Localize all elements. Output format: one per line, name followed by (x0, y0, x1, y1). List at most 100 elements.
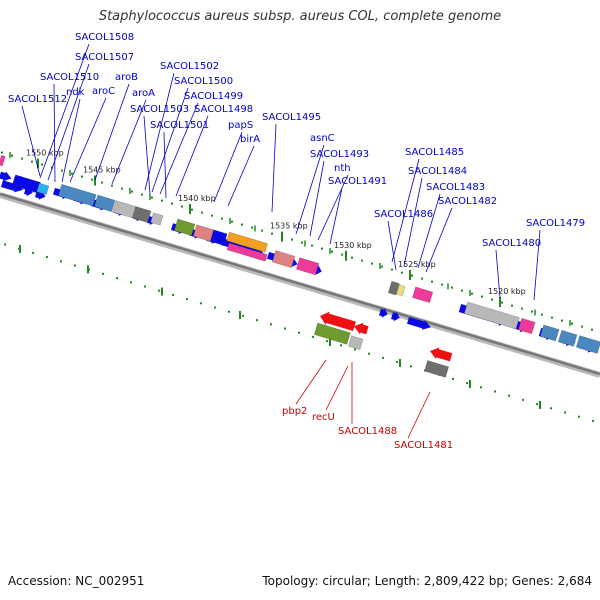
scale-dot-upper (241, 223, 243, 226)
gene-label-upper: SACOL1479 (526, 218, 585, 229)
gene-block (150, 212, 164, 226)
gene-features (0, 154, 600, 378)
scale-dot-lower (46, 256, 48, 259)
gene-block-body (226, 242, 268, 262)
scale-dot-lower (256, 319, 258, 322)
scale-dot-upper (291, 238, 293, 241)
gene-label-upper: SACOL1482 (438, 196, 497, 207)
forward-cds-arrow-shape (34, 190, 46, 200)
scale-dot-lower (452, 377, 454, 380)
label-leader (175, 115, 209, 197)
scale-dot-upper (171, 202, 173, 205)
scale-dot-upper (151, 196, 153, 199)
scale-dot-lower (536, 403, 538, 406)
scale-dot-upper (191, 208, 193, 211)
reverse-cds-arrow-shape (320, 311, 356, 332)
scale-dot-upper (221, 217, 223, 220)
scale-dot-upper (161, 199, 163, 202)
forward-cds-arrow-shape (0, 180, 24, 193)
scale-dot-upper (71, 172, 73, 175)
scale-dot-upper (361, 259, 363, 262)
scale-dot-lower (228, 310, 230, 313)
scale-dot-lower (340, 344, 342, 347)
scale-dot-upper (411, 274, 413, 277)
scale-dot-upper (131, 190, 133, 193)
gene-block-body (93, 194, 116, 213)
label-leader (213, 131, 243, 203)
gene-block-body (271, 250, 296, 269)
gene-label-upper: SACOL1512 (8, 94, 67, 105)
gene-label-upper: nth (334, 163, 351, 174)
scale-dot-lower (4, 243, 6, 246)
label-leader (69, 97, 107, 183)
gene-block-body (557, 329, 578, 347)
gene-label-upper: SACOL1502 (160, 61, 219, 72)
gene-block (226, 242, 268, 262)
scale-dot-upper (11, 154, 13, 157)
scale-dot-upper (231, 220, 233, 223)
scale-dot-lower (60, 260, 62, 263)
backbone-layer (0, 192, 600, 378)
scale-dot-upper (491, 298, 493, 301)
reverse-cds-arrow (320, 311, 356, 332)
label-leader-lower (295, 359, 327, 405)
gene-block (271, 250, 296, 269)
gene-block (424, 360, 450, 378)
gene-label-upper: birA (240, 134, 260, 145)
scale-dot-upper (431, 280, 433, 283)
scale-dot-lower (382, 356, 384, 359)
gene-block (463, 301, 520, 330)
reverse-cds-arrow-shape (354, 322, 369, 335)
scale-dot-upper (81, 175, 83, 178)
label-leader (417, 193, 441, 269)
gene-label-upper: aroB (115, 72, 138, 83)
gene-block-body (517, 317, 536, 335)
scale-dot-lower (494, 390, 496, 393)
gene-block (517, 317, 536, 335)
backbone (0, 192, 600, 376)
gene-block (539, 324, 560, 342)
gene-label-upper: SACOL1483 (426, 182, 485, 193)
forward-cds-arrow-shape (406, 317, 431, 330)
gene-block (173, 218, 196, 237)
scale-dot-upper (331, 250, 333, 253)
scale-label: 1540 kbp (178, 194, 216, 203)
forward-cds-arrow (406, 317, 431, 330)
scale-dot-lower (564, 411, 566, 414)
gene-block (209, 229, 228, 246)
gene-block-body (173, 218, 196, 237)
scale-dot-lower (158, 289, 160, 292)
label-leader (403, 177, 423, 267)
scale-dot-lower (172, 293, 174, 296)
label-leader (21, 105, 41, 177)
scale-dot-upper (591, 328, 593, 331)
scale-dot-upper (501, 301, 503, 304)
gene-label-lower: SACOL1481 (394, 440, 453, 451)
scale-label: 1530 kbp (334, 241, 372, 250)
accession-text: Accession: NC_002951 (8, 574, 145, 588)
scale-dot-lower (284, 327, 286, 330)
gene-block-body (412, 286, 434, 304)
gene-block (0, 154, 6, 167)
scale-dot-upper (551, 316, 553, 319)
label-leader (143, 115, 151, 195)
scale-dot-lower (522, 398, 524, 401)
scale-dot-lower (354, 348, 356, 351)
scale-dot-upper (251, 226, 253, 229)
gene-block-body (150, 212, 164, 226)
gene-label-lower: SACOL1488 (338, 426, 397, 437)
scale-dot-upper (311, 244, 313, 247)
scale-dot-lower (298, 331, 300, 334)
label-leader (533, 229, 541, 301)
label-leader (144, 72, 175, 191)
gene-label-upper: SACOL1507 (75, 52, 134, 63)
scale-dot-lower (368, 352, 370, 355)
gene-label-upper: ndk (66, 87, 85, 98)
gene-block-body (575, 335, 600, 354)
scale-dot-upper (581, 325, 583, 328)
gene-block-body (131, 206, 152, 223)
gene-block-body (396, 284, 406, 297)
label-leader (39, 43, 90, 179)
scale-dot-upper (261, 229, 263, 232)
